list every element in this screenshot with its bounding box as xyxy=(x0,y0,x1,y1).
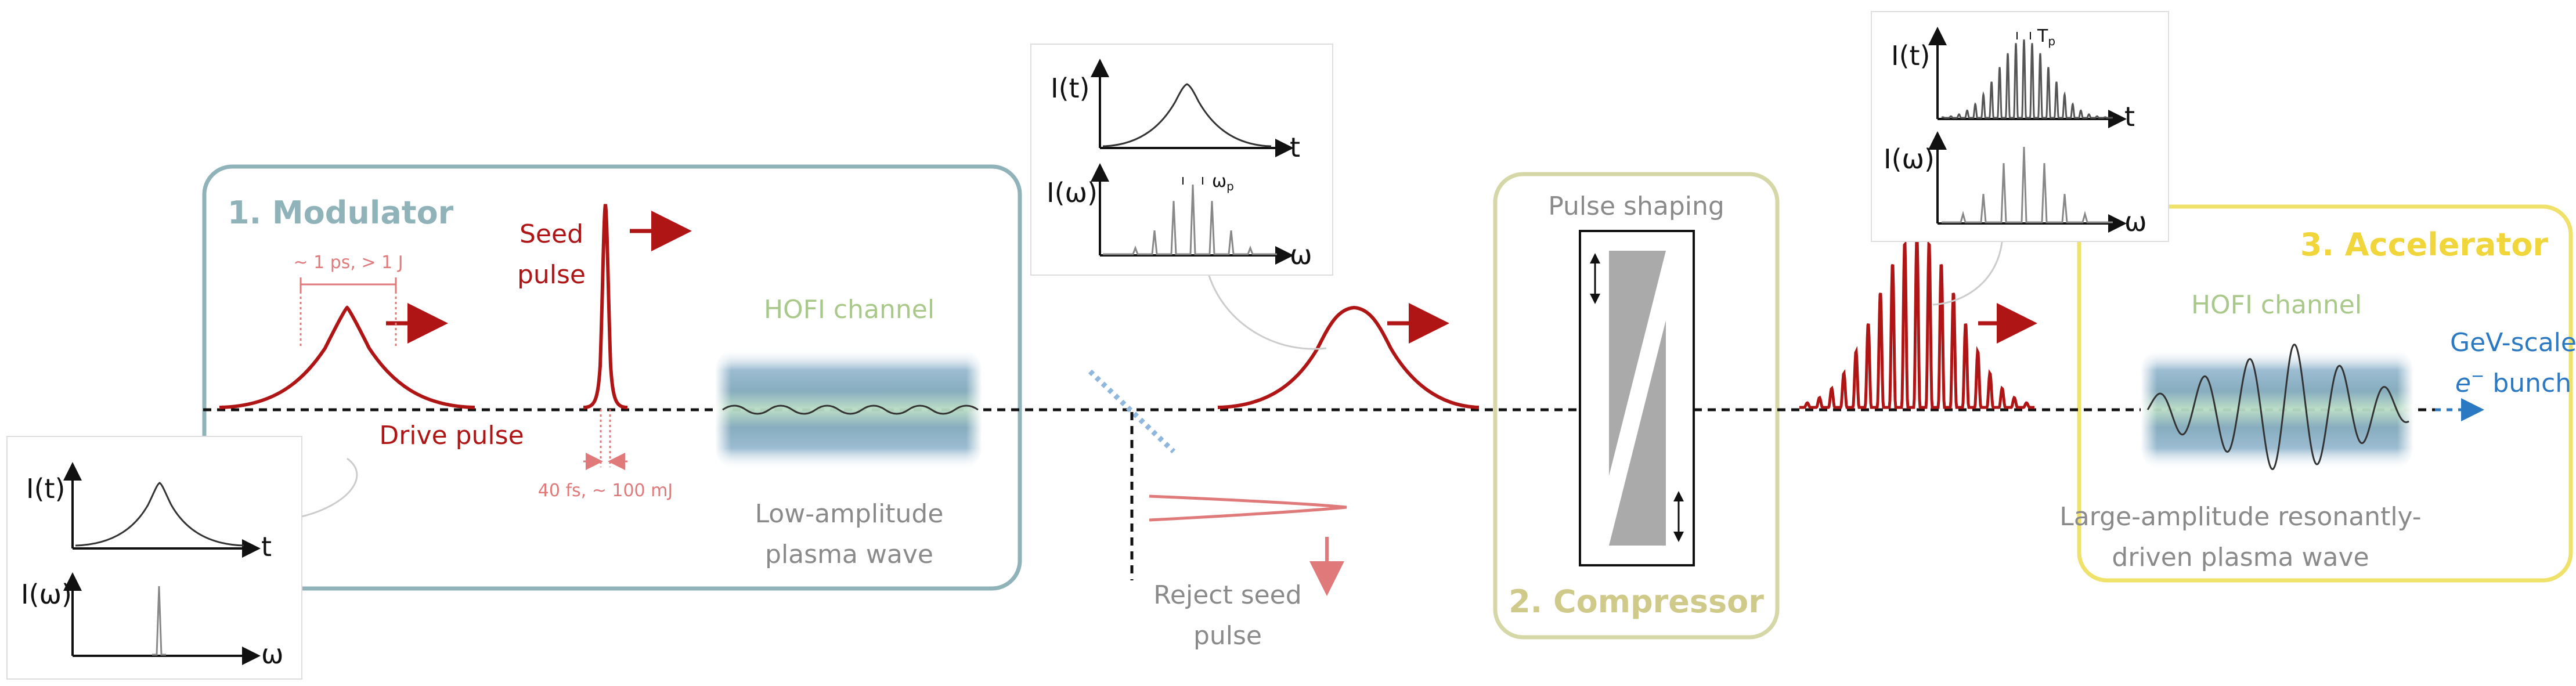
inset2-marker-subscript: p xyxy=(1226,179,1234,193)
inset1-x-top: t xyxy=(261,531,272,562)
gev-label-1: GeV-scale xyxy=(2450,328,2576,358)
inset1-connector xyxy=(301,457,358,518)
reject-label-2: pulse xyxy=(1193,621,1262,651)
inset2-y-bottom: I(ω) xyxy=(1047,177,1098,208)
compressor-box xyxy=(1493,172,1780,640)
gev-electron-symbol: e xyxy=(2455,369,2471,398)
compressor-title: 2. Compressor xyxy=(1509,583,1764,620)
gev-electron-charge: − xyxy=(2471,366,2484,385)
hofi-channel-right xyxy=(2141,344,2413,470)
inset3-x-bottom: ω xyxy=(2124,206,2147,237)
hofi-channel-right-label: HOFI channel xyxy=(2191,290,2362,320)
mid-pulse-curve xyxy=(1217,305,1480,409)
inset3-y-bottom: I(ω) xyxy=(1884,143,1935,175)
seed-dims-label: 40 fs, ~ 100 mJ xyxy=(538,481,673,501)
inset2-y-top: I(t) xyxy=(1051,73,1090,104)
sawtooth-upper xyxy=(1609,251,1666,476)
large-amp-label-1: Large-amplitude resonantly- xyxy=(2059,502,2421,532)
hofi-channel-left-label: HOFI channel xyxy=(764,295,935,324)
inset1-y-bottom: I(ω) xyxy=(21,579,72,610)
drive-dims-label: ~ 1 ps, > 1 J xyxy=(293,252,403,273)
plasma-wave-large xyxy=(2146,344,2409,470)
gev-bunch-word: bunch xyxy=(2484,369,2571,398)
drive-pulse-label: Drive pulse xyxy=(379,421,524,450)
inset-1: I(t) t I(ω) ω xyxy=(6,436,302,680)
inset2-time-curve xyxy=(1102,83,1272,147)
inset2-connector xyxy=(1207,273,1327,350)
inset1-x-bottom: ω xyxy=(261,638,284,670)
inset3-x-top: t xyxy=(2124,101,2135,132)
accelerator-box xyxy=(2077,204,2573,583)
reject-pulse-curve xyxy=(1149,494,1347,522)
inset3-marker-symbol: T xyxy=(2037,26,2048,46)
plasma-wave-small xyxy=(722,405,979,415)
modulator-title: 1. Modulator xyxy=(228,194,454,231)
seed-pulse-curve xyxy=(583,204,628,409)
inset3-time-train xyxy=(1941,39,2113,119)
inset2-marker-label: ωp xyxy=(1212,171,1234,193)
inset2-x-bottom: ω xyxy=(1290,239,1312,270)
inset1-time-curve xyxy=(75,482,244,547)
sawtooth-lower xyxy=(1609,320,1666,546)
accelerator-title: 3. Accelerator xyxy=(2300,226,2548,263)
hofi-channel-left xyxy=(715,348,982,470)
inset3-marker-label: Tp xyxy=(2037,26,2055,48)
low-amp-label-2: plasma wave xyxy=(765,540,933,569)
large-amp-label-2: driven plasma wave xyxy=(2112,543,2369,572)
inset3-freq-comb xyxy=(1942,146,2113,223)
inset3-y-top: I(t) xyxy=(1891,40,1931,71)
pulse-shaping-label: Pulse shaping xyxy=(1548,192,1724,221)
reject-mirror xyxy=(1088,369,1176,454)
inset-3: Tp I(t) t I(ω) ω xyxy=(1871,11,2169,242)
inset-2: I(t) t ωp I(ω) ω xyxy=(1030,44,1333,276)
inset2-marker-symbol: ω xyxy=(1212,171,1226,192)
drive-pulse-curve xyxy=(219,305,475,409)
inset3-marker-subscript: p xyxy=(2048,34,2055,48)
inset3-connector xyxy=(1932,232,2004,306)
gev-label-2: e− bunch xyxy=(2455,366,2571,398)
seed-pulse-label-1: Seed xyxy=(519,219,583,249)
inset1-y-top: I(t) xyxy=(26,473,66,504)
seed-pulse-label-2: pulse xyxy=(517,260,586,290)
inset2-freq-comb xyxy=(1103,184,1277,255)
low-amp-label-1: Low-amplitude xyxy=(755,499,944,529)
modulator-box xyxy=(202,164,1022,591)
inset1-freq-spike xyxy=(152,586,166,656)
reject-label-1: Reject seed xyxy=(1153,580,1301,610)
inset2-x-top: t xyxy=(1290,132,1300,163)
